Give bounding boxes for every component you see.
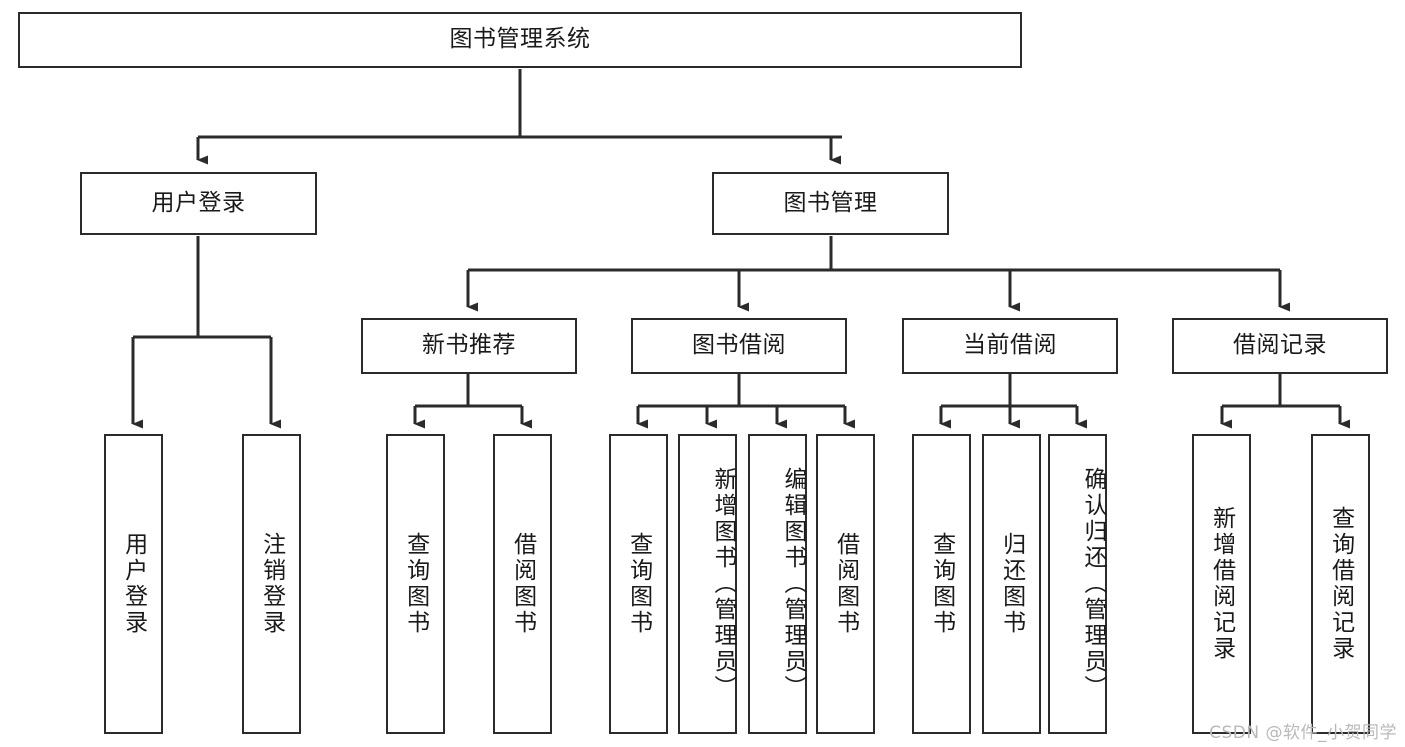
leaf-add-borrow-record[interactable]: 新增借阅记录: [1192, 434, 1251, 734]
leaf-query-book-borrow[interactable]: 查询图书: [609, 434, 668, 734]
node-borrow-records[interactable]: 借阅记录: [1172, 318, 1388, 374]
leaf-user-login[interactable]: 用户登录: [104, 434, 163, 734]
leaf-logout[interactable]: 注销登录: [242, 434, 301, 734]
leaf-edit-book-admin[interactable]: 编辑图书（管理员）: [748, 434, 807, 734]
node-root[interactable]: 图书管理系统: [18, 12, 1022, 68]
leaf-query-borrow-record[interactable]: 查询借阅记录: [1311, 434, 1370, 734]
node-new-book-recommend[interactable]: 新书推荐: [361, 318, 577, 374]
csdn-watermark: CSDN @软件_小贺同学: [1209, 723, 1397, 743]
leaf-query-book-new[interactable]: 查询图书: [386, 434, 445, 734]
node-user-login[interactable]: 用户登录: [80, 172, 317, 235]
leaf-add-book-admin[interactable]: 新增图书（管理员）: [678, 434, 737, 734]
leaf-confirm-return-admin[interactable]: 确认归还（管理员）: [1048, 434, 1107, 734]
leaf-return-book[interactable]: 归还图书: [982, 434, 1041, 734]
leaf-query-book-current[interactable]: 查询图书: [912, 434, 971, 734]
leaf-borrow-book[interactable]: 借阅图书: [816, 434, 875, 734]
leaf-borrow-book-new[interactable]: 借阅图书: [493, 434, 552, 734]
node-current-borrow[interactable]: 当前借阅: [902, 318, 1118, 374]
node-book-borrow[interactable]: 图书借阅: [631, 318, 847, 374]
node-book-management[interactable]: 图书管理: [712, 172, 949, 235]
